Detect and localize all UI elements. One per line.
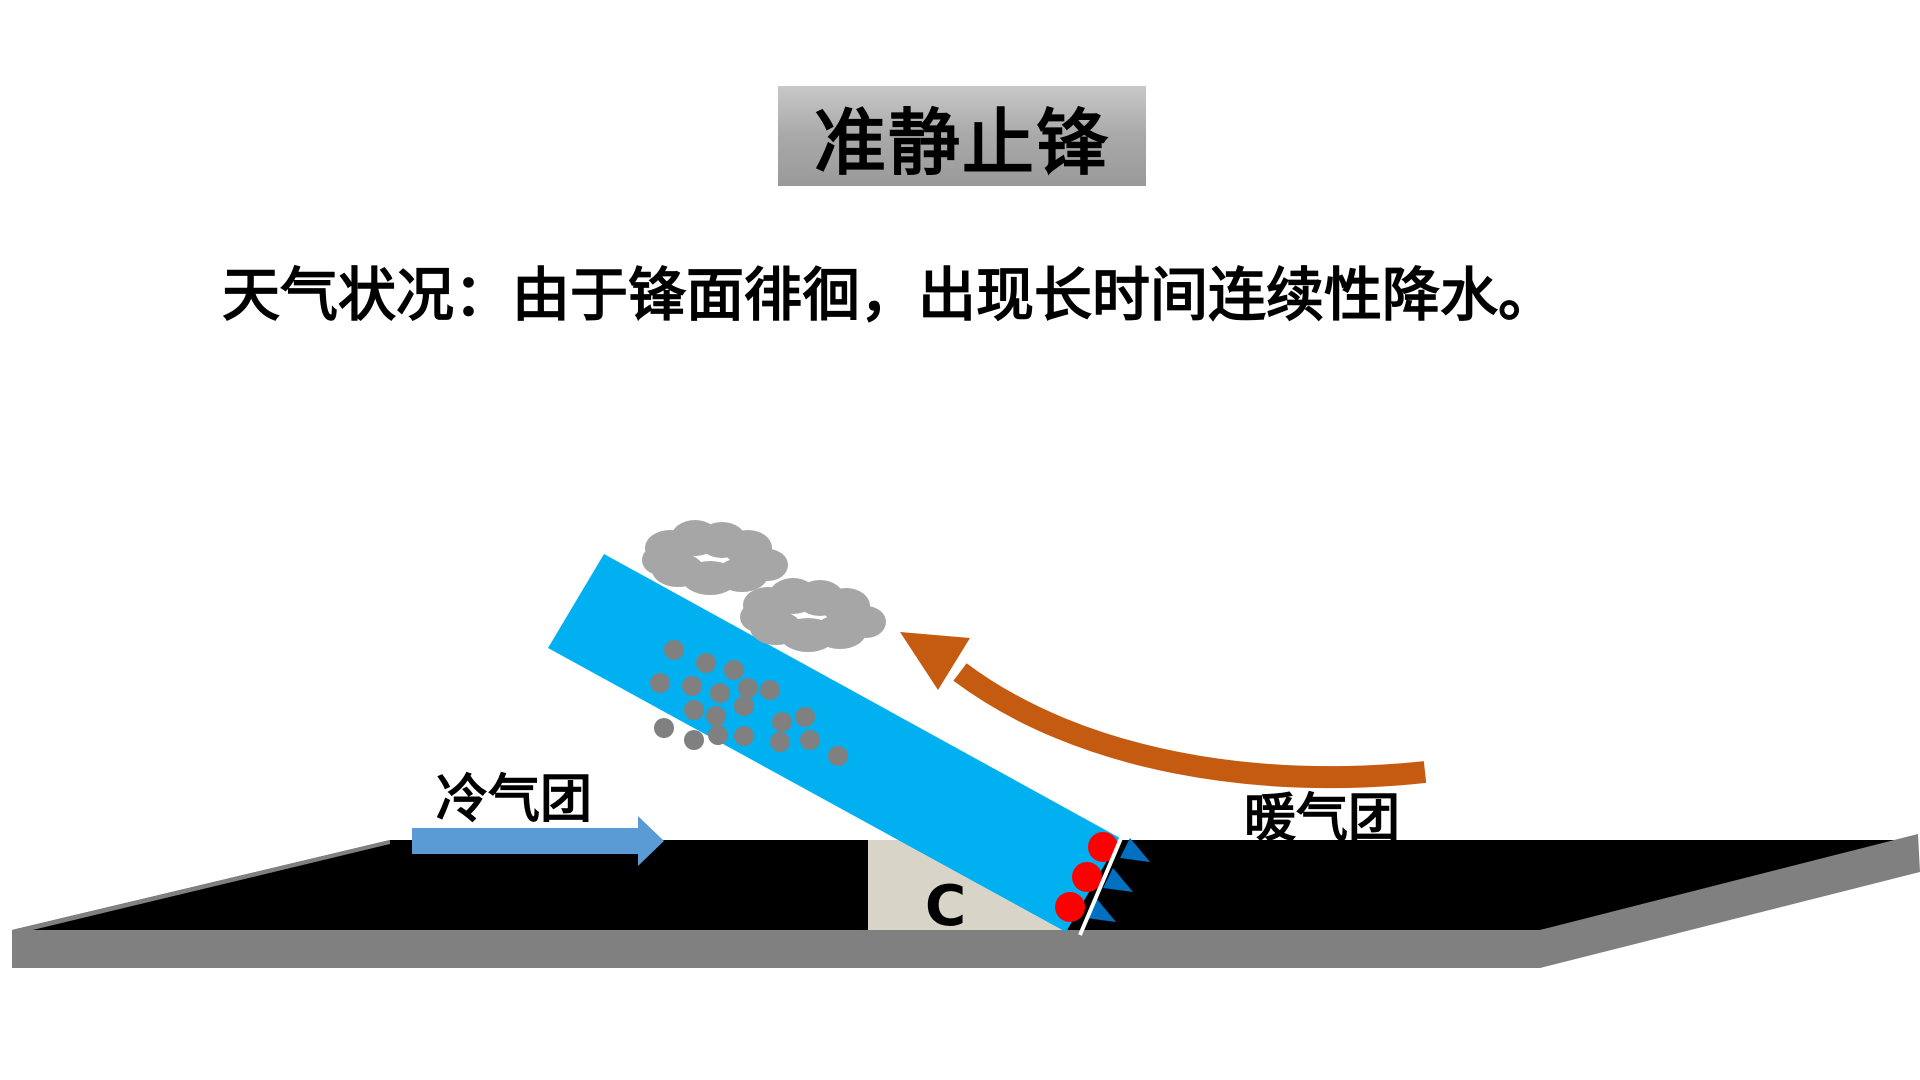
arrow-icon <box>953 663 1427 789</box>
warm-arrow-head <box>900 632 970 690</box>
cold-arrow-head <box>638 816 664 866</box>
page-title: 准静止锋 <box>813 100 1110 185</box>
arrow-icon <box>412 828 642 854</box>
frontal-band <box>548 554 1120 932</box>
title-box: 准静止锋 <box>778 86 1146 186</box>
front-warm-semicircle <box>1088 832 1118 862</box>
warm-air-arrow <box>900 632 1427 789</box>
ground-left-edge <box>12 840 390 934</box>
weather-description: 天气状况：由于锋面徘徊，出现长时间连续性降水。 <box>222 261 1557 329</box>
front-warm-semicircle <box>1055 892 1085 922</box>
cloud-icon <box>740 578 886 652</box>
cold-marker-label: C <box>925 874 966 939</box>
cold-air-mass-label: 冷气团 <box>436 770 592 830</box>
front-cold-triangle <box>1103 868 1133 892</box>
ground-front-face <box>12 930 1540 968</box>
raindrop-icon <box>650 640 848 766</box>
front-line <box>1078 835 1124 936</box>
front-cold-triangle <box>1120 838 1150 862</box>
front-warm-semicircle <box>1072 862 1102 892</box>
stationary-front-symbol <box>1055 832 1150 936</box>
cold-air-arrow <box>412 816 664 866</box>
warm-air-mass-label: 暖气团 <box>1244 789 1400 849</box>
cloud-icon <box>642 520 788 595</box>
ground-side-face <box>1540 834 1920 968</box>
